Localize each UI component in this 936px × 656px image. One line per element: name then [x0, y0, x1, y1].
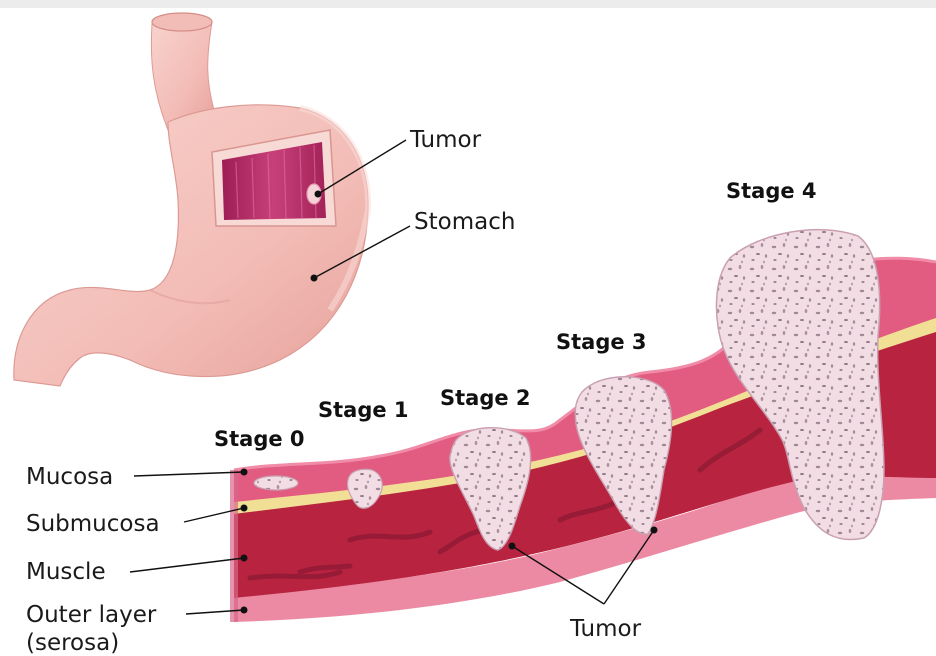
label-stage-1: Stage 1 — [318, 398, 409, 422]
label-muscle: Muscle — [26, 559, 106, 585]
tumor-stage-0 — [254, 476, 298, 490]
label-stage-0: Stage 0 — [214, 427, 305, 451]
esophagus-opening — [152, 13, 212, 31]
wall-cut-edge — [230, 470, 238, 622]
label-outer-layer: Outer layer — [26, 602, 157, 628]
label-stage-4: Stage 4 — [726, 179, 817, 203]
label-mucosa: Mucosa — [26, 464, 113, 490]
label-stage-2: Stage 2 — [440, 386, 531, 410]
stomach-illustration — [14, 13, 368, 386]
label-tumor-bottom: Tumor — [569, 616, 642, 642]
label-submucosa: Submucosa — [26, 511, 160, 537]
label-tumor-top: Tumor — [409, 127, 482, 153]
label-stomach: Stomach — [414, 209, 515, 235]
label-stage-3: Stage 3 — [556, 330, 647, 354]
label-serosa: (serosa) — [26, 630, 119, 656]
